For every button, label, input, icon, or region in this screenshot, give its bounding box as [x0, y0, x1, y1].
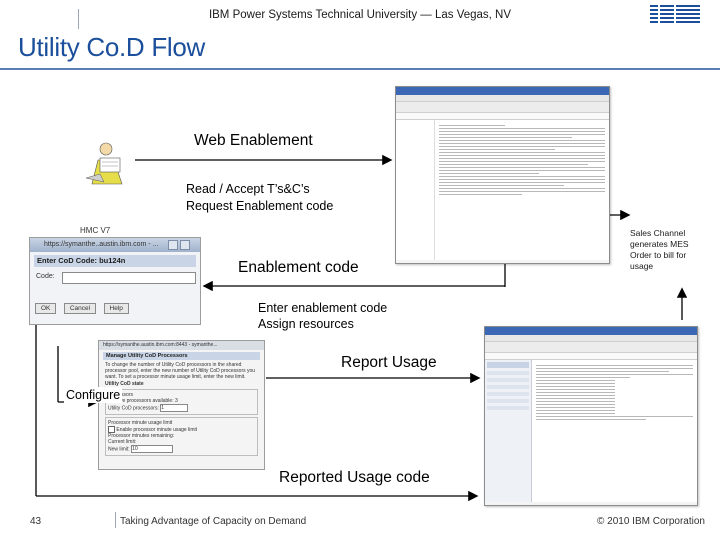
slide-header: [0, 0, 720, 32]
user-clipart-icon: [82, 138, 132, 188]
inactive-label: Inactive processors available:: [108, 398, 174, 404]
read-accept-label: Read / Accept T’s&C’s: [184, 181, 312, 197]
header-divider: [78, 9, 79, 29]
sales-channel-line: usage: [630, 261, 654, 271]
hmc-label: HMC V7: [80, 226, 111, 235]
header-title: IBM Power Systems Technical University —…: [208, 9, 512, 21]
page-number: 43: [30, 516, 42, 527]
enablement-code-label: Enablement code: [235, 259, 362, 277]
footer-divider: [115, 512, 116, 528]
ibm-logo: [650, 4, 702, 26]
inactive-value: 3: [174, 398, 178, 404]
assign-resources-label: Assign resources: [258, 317, 354, 331]
help-button[interactable]: Help: [103, 303, 129, 314]
dialog-title: https://symanthe..austin.ibm.com - ...: [44, 241, 159, 248]
section-title: Utility CoD state: [105, 381, 144, 387]
dialog-title: https://symanthe.austin.ibm.com:8443 - s…: [99, 341, 264, 350]
utility-processors-value: 1: [161, 405, 165, 411]
footer-copyright: © 2010 IBM Corporation: [597, 516, 705, 527]
enter-code-label: Enter enablement code: [258, 301, 388, 315]
sales-channel-line: Order to bill for: [630, 250, 687, 260]
sales-channel-note: Sales Channel generates MES Order to bil…: [630, 228, 720, 272]
enable-limit-checkbox[interactable]: [108, 426, 115, 433]
current-limit-label: Current limit:: [108, 439, 137, 445]
title-rule: [0, 68, 720, 70]
request-code-label: Request Enablement code: [184, 198, 336, 214]
cancel-button[interactable]: Cancel: [63, 303, 97, 314]
footer-text: Taking Advantage of Capacity on Demand: [120, 516, 307, 527]
remaining-label: Processor minutes remaining:: [108, 433, 175, 439]
reported-usage-code-label: Reported Usage code: [276, 469, 433, 487]
close-icon[interactable]: [180, 240, 190, 250]
dialog-heading: Enter CoD Code: bu124n: [34, 255, 196, 267]
dialog-heading: Manage Utility CoD Processors: [103, 352, 260, 360]
page-title: Utility Co.D Flow: [18, 32, 206, 62]
code-input[interactable]: [62, 272, 196, 284]
new-limit-value: 10: [132, 446, 138, 452]
report-usage-label: Report Usage: [338, 354, 440, 372]
manage-utility-cod-dialog: https://symanthe.austin.ibm.com:8443 - s…: [98, 340, 265, 470]
enable-limit-label: Enable processor minute usage limit: [116, 426, 197, 433]
sales-channel-line: Sales Channel: [630, 228, 686, 238]
sales-channel-line: generates MES: [630, 239, 689, 249]
dialog-intro: To change the number of Utility CoD proc…: [105, 362, 256, 380]
new-limit-label: New limit:: [108, 446, 130, 453]
limit-group: Processor minute usage limit Enable proc…: [105, 417, 258, 456]
utility-processors-input[interactable]: 1: [160, 404, 189, 412]
ok-button[interactable]: OK: [35, 303, 57, 314]
report-usage-screenshot: [484, 326, 698, 506]
utility-label: Utility CoD processors:: [108, 405, 159, 412]
processors-group: Processors Inactive processors available…: [105, 389, 258, 415]
new-limit-input[interactable]: 10: [131, 445, 174, 453]
group-title: Processor minute usage limit: [108, 420, 173, 426]
configure-label: Configure: [64, 387, 123, 403]
web-enablement-label: Web Enablement: [190, 132, 317, 150]
web-enablement-screenshot: [395, 86, 610, 264]
code-label: Code:: [36, 273, 55, 280]
minimize-icon[interactable]: [168, 240, 178, 250]
enter-cod-code-dialog: https://symanthe..austin.ibm.com - ... E…: [29, 237, 201, 325]
